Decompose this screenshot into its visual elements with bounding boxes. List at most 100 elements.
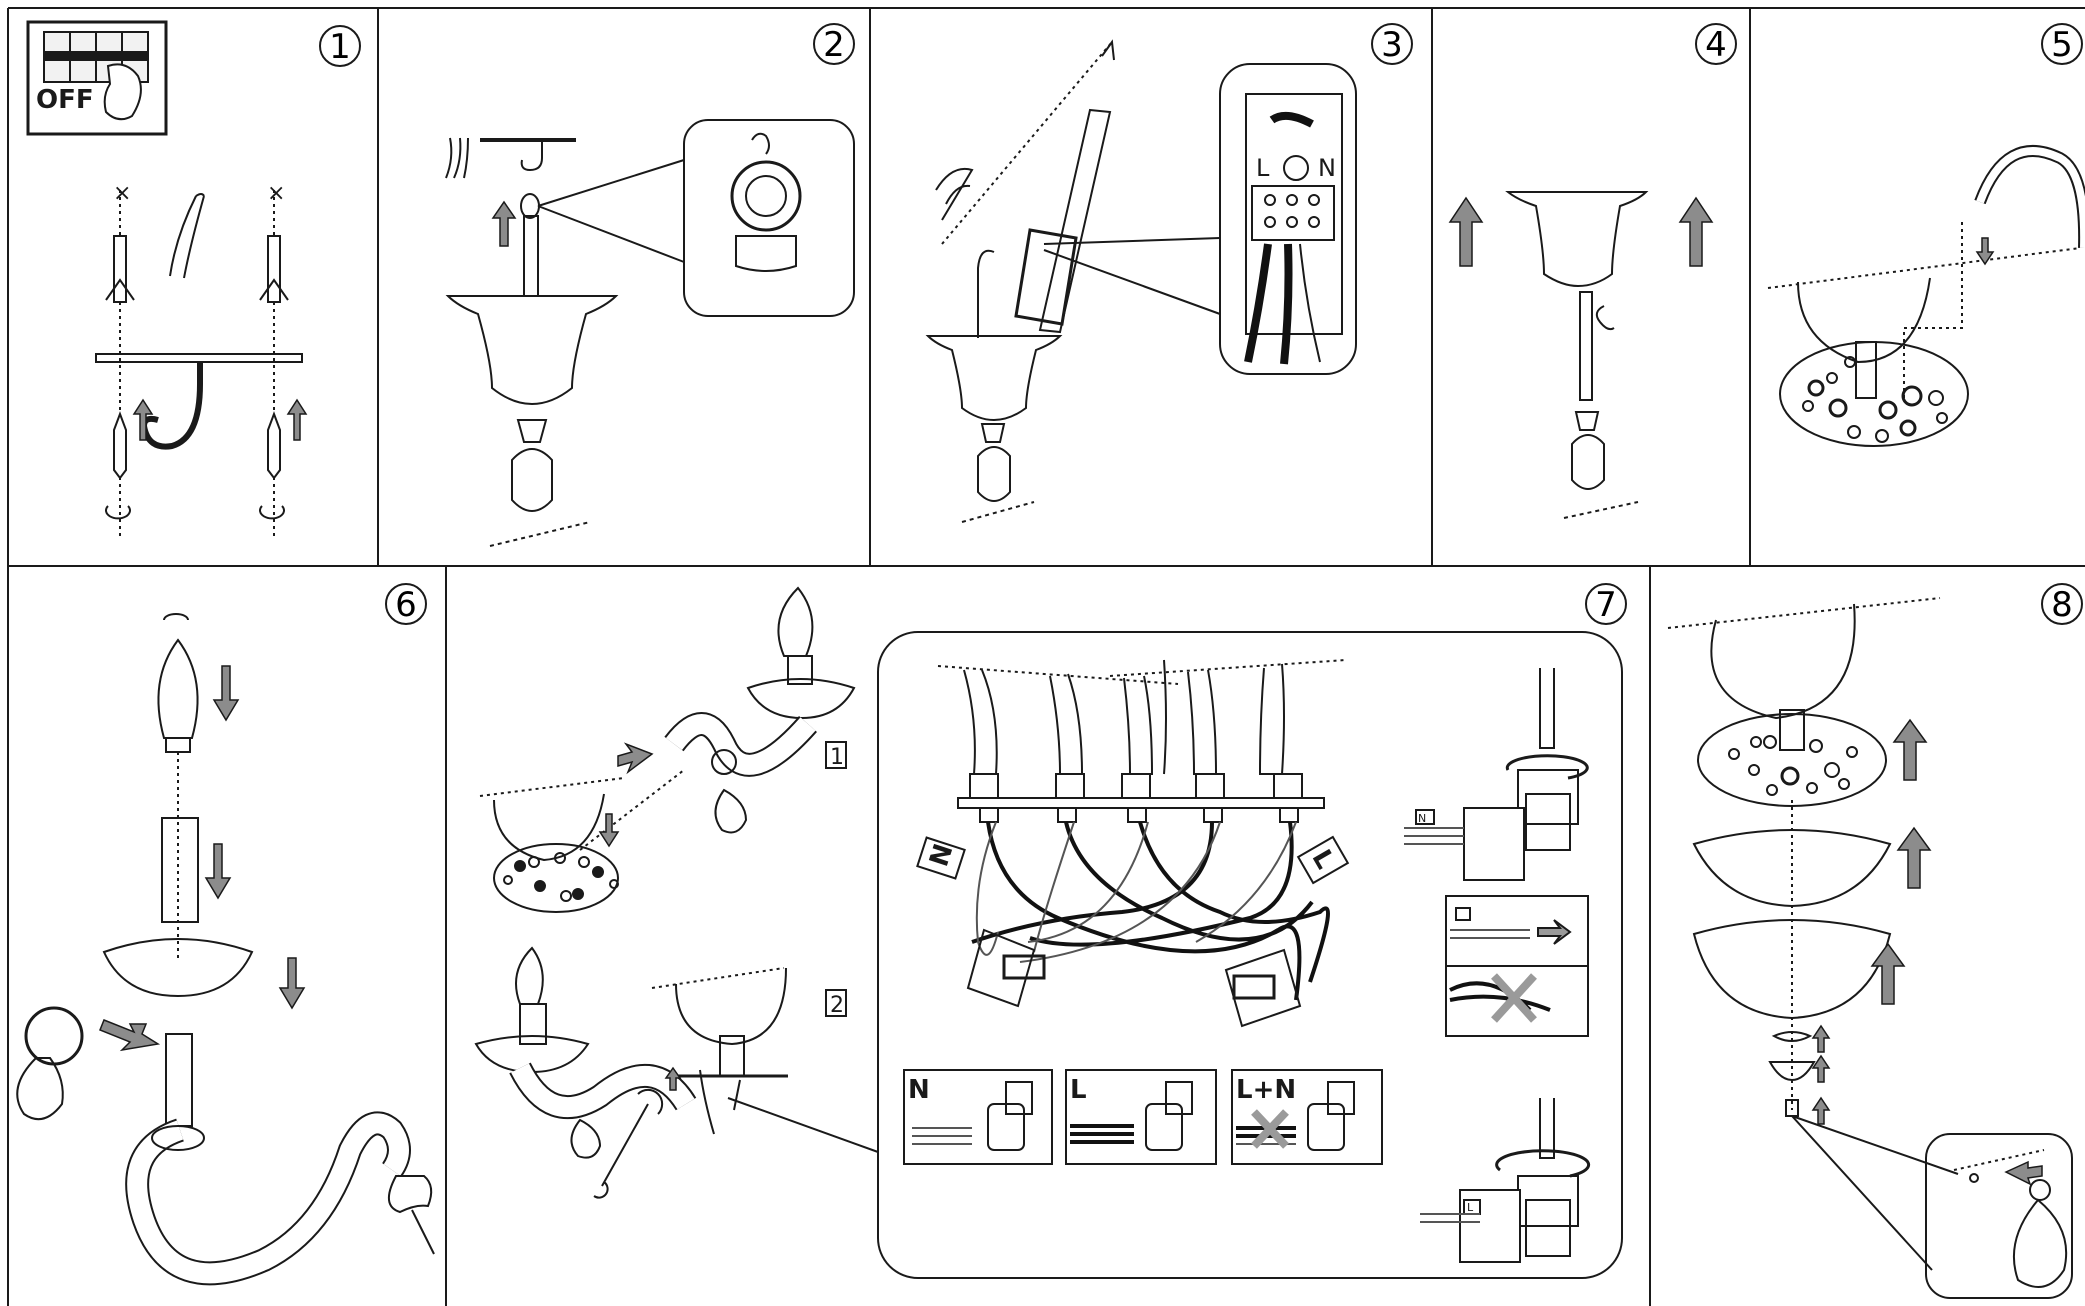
screwdriver — [1539, 668, 1555, 749]
up-arrow-icon — [132, 398, 154, 441]
rotate-icon — [1495, 1149, 1591, 1178]
cable-bundle — [169, 193, 205, 279]
arm-tubes — [963, 659, 1285, 775]
tag-L — [1296, 835, 1350, 885]
legend-N-box — [903, 1069, 1053, 1165]
step-number-1-text: 1 — [329, 27, 351, 67]
substep-1-box — [825, 741, 847, 769]
drip-cup — [746, 678, 856, 720]
step6-panel — [16, 613, 435, 1286]
legend-L-box — [1065, 1069, 1217, 1165]
chain-link — [1571, 411, 1605, 490]
stem-rod — [523, 215, 539, 297]
cross-icon — [1491, 973, 1537, 1023]
wire-connector-n — [966, 928, 1036, 1008]
substep-2-label: 2 — [830, 993, 844, 1018]
step4-panel — [1505, 191, 1649, 519]
down-arrow-icon — [598, 813, 620, 848]
drip-plate — [1697, 713, 1887, 807]
detail-inset — [683, 119, 855, 317]
terminal-N: N — [1318, 154, 1336, 182]
crystal-drop — [714, 788, 748, 834]
canopy — [1505, 191, 1649, 288]
crystal-drop — [16, 1057, 64, 1121]
rotate-icon — [1505, 754, 1589, 780]
step-number-2: 2 — [813, 23, 855, 65]
rotate-icon-left — [105, 505, 131, 520]
mounting-plate — [95, 353, 303, 363]
substep-1-label: 1 — [830, 745, 844, 770]
legend-LN: L+N — [1236, 1075, 1296, 1105]
rotate-icon — [163, 613, 189, 621]
candle-bulb — [777, 586, 814, 657]
up-arrow-icon — [286, 398, 308, 441]
body-sphere — [1710, 603, 1856, 720]
step4-arrows — [1448, 196, 1714, 267]
canopy-cup — [925, 335, 1063, 422]
crystal-drop — [570, 1118, 602, 1159]
candle-bulb — [515, 946, 544, 1005]
step-number-2-text: 2 — [823, 25, 845, 65]
step-number-8-text: 8 — [2051, 585, 2073, 625]
drip-plate — [1779, 341, 1969, 447]
left-arrow-icon — [2004, 1160, 2043, 1186]
step3-panel: L N — [925, 39, 1357, 523]
ceiling-wires — [445, 137, 469, 179]
svg-text:×: × — [267, 181, 285, 206]
cord-rod — [1038, 108, 1112, 334]
chain-link — [977, 423, 1011, 502]
crystal-ring — [24, 1006, 84, 1066]
legend-LN-box — [1231, 1069, 1383, 1165]
ground-icon — [1283, 155, 1309, 181]
terminal-inset — [1219, 63, 1357, 375]
step1-panel: OFF × × — [26, 20, 303, 540]
off-label: OFF — [36, 85, 94, 115]
cable-pair — [935, 168, 974, 221]
up-arrow-icon — [1811, 1024, 1831, 1053]
legend-L: L — [1070, 1075, 1087, 1105]
step-number-4: 4 — [1695, 23, 1737, 65]
terminal-L: L — [1256, 154, 1270, 182]
left-arrow-icon — [617, 742, 654, 775]
step6-arrows — [99, 665, 306, 1052]
step-number-4-text: 4 — [1705, 25, 1727, 65]
down-arrow-icon — [278, 957, 306, 1010]
black-wire — [1244, 243, 1293, 365]
hand-icon — [103, 63, 142, 121]
wire-connector-l — [1224, 948, 1302, 1028]
wall-plug-right — [259, 235, 289, 303]
stem-rod — [1579, 291, 1593, 401]
nut — [1768, 1061, 1816, 1082]
right-arrow-icon — [1537, 919, 1572, 945]
down-arrow-icon — [1975, 237, 1995, 266]
svg-text:N: N — [924, 840, 959, 870]
up-arrow-icon — [1892, 718, 1928, 781]
screw-left — [113, 411, 127, 480]
step-number-7-text: 7 — [1595, 585, 1617, 625]
step-number-3-text: 3 — [1381, 25, 1403, 65]
step8-arrows — [1811, 718, 2043, 1186]
step7-arrows — [598, 742, 682, 1091]
screwdriver — [1539, 1098, 1555, 1159]
step-number-6: 6 — [385, 583, 427, 625]
step-number-1: 1 — [319, 25, 361, 67]
up-arrow-icon — [1811, 1096, 1831, 1125]
up-arrow-icon — [1678, 196, 1714, 267]
step-number-3: 3 — [1371, 23, 1413, 65]
washer — [1771, 1031, 1813, 1042]
crystal-drop — [2012, 1198, 2068, 1289]
up-arrow-icon — [1811, 1054, 1831, 1083]
ceiling-hook — [520, 142, 543, 172]
chain-link — [511, 419, 553, 512]
rotate-icon-right — [259, 505, 285, 520]
candle-tube — [161, 817, 199, 923]
step5-panel — [1767, 144, 2085, 447]
substep-2-box — [825, 989, 847, 1017]
step2-panel — [445, 119, 855, 547]
black-wires — [971, 821, 1330, 1001]
screw-right — [267, 411, 281, 480]
svg-text:×: × — [113, 181, 131, 206]
up-arrow-icon — [664, 1066, 682, 1091]
terminal-connector — [1014, 228, 1078, 326]
